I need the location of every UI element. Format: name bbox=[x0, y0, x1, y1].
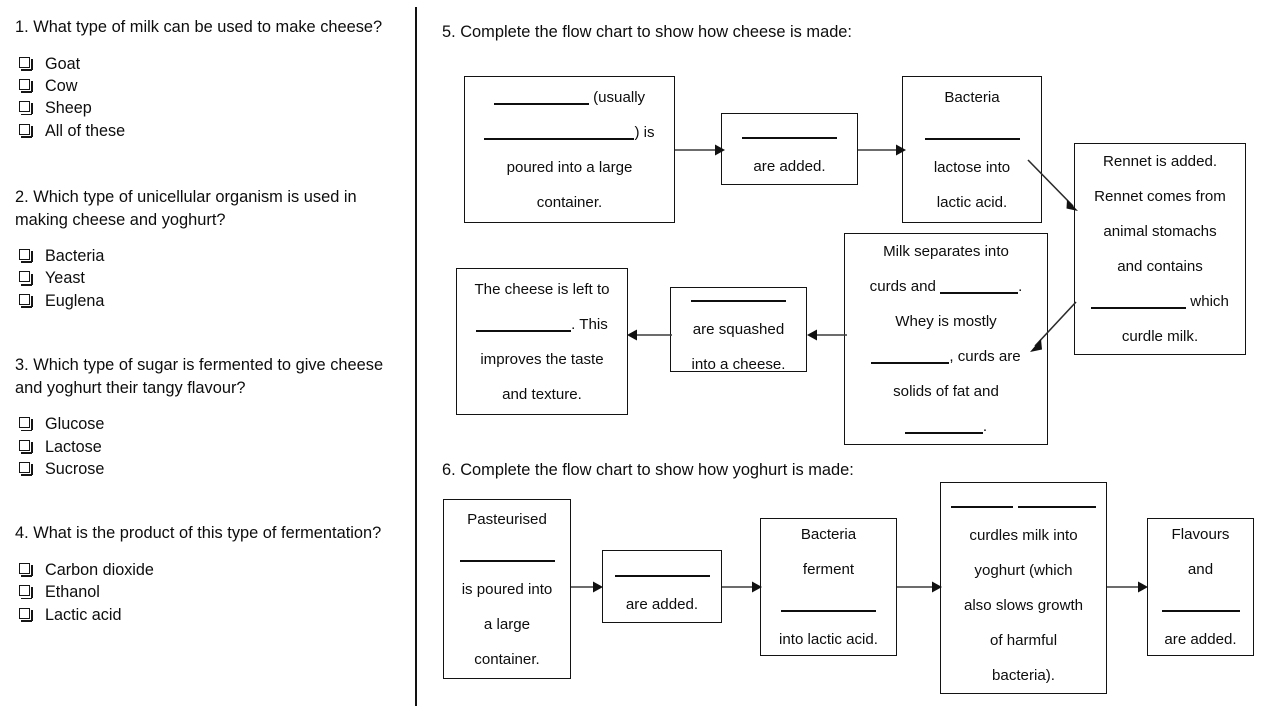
option-label: Yeast bbox=[45, 269, 85, 288]
option-item[interactable]: Euglena bbox=[15, 290, 407, 312]
option-label: Lactic acid bbox=[45, 605, 122, 624]
question-1-options: Goat Cow Sheep All of these bbox=[15, 53, 407, 143]
question-6-heading: 6. Complete the flow chart to show how y… bbox=[442, 461, 854, 479]
question-1: 1. What type of milk can be used to make… bbox=[15, 16, 407, 142]
checkbox-icon[interactable] bbox=[19, 101, 34, 116]
option-item[interactable]: Ethanol bbox=[15, 581, 407, 603]
checkbox-icon[interactable] bbox=[19, 56, 34, 71]
q6-box-pasteurised: Pasteurised is poured into a large conta… bbox=[443, 499, 571, 679]
answer-blank[interactable] bbox=[781, 595, 876, 612]
column-divider bbox=[415, 7, 417, 706]
checkbox-icon[interactable] bbox=[19, 439, 34, 454]
option-label: Goat bbox=[45, 54, 81, 73]
checkbox-icon[interactable] bbox=[19, 607, 34, 622]
checkbox-icon[interactable] bbox=[19, 417, 34, 432]
option-item[interactable]: Lactic acid bbox=[15, 604, 407, 626]
answer-blank[interactable] bbox=[871, 347, 950, 364]
answer-blank[interactable] bbox=[484, 123, 635, 140]
answer-blank[interactable] bbox=[951, 491, 1014, 508]
q5-arrow-2 bbox=[858, 140, 906, 160]
question-2: 2. Which type of unicellular organism is… bbox=[15, 186, 407, 312]
option-item[interactable]: Carbon dioxide bbox=[15, 559, 407, 581]
option-item[interactable]: Lactose bbox=[15, 436, 407, 458]
option-item[interactable]: Glucose bbox=[15, 413, 407, 435]
option-label: Ethanol bbox=[45, 583, 100, 602]
option-label: Sheep bbox=[45, 99, 92, 118]
q6-arrow-1 bbox=[571, 577, 603, 597]
answer-blank[interactable] bbox=[691, 285, 786, 302]
question-3-text: 3. Which type of sugar is fermented to g… bbox=[15, 356, 384, 397]
answer-blank[interactable] bbox=[1161, 595, 1240, 612]
checkbox-icon[interactable] bbox=[19, 562, 34, 577]
answer-blank[interactable] bbox=[614, 560, 710, 577]
option-item[interactable]: All of these bbox=[15, 120, 407, 142]
question-4-options: Carbon dioxide Ethanol Lactic acid bbox=[15, 559, 407, 626]
q5-arrow-6 bbox=[627, 325, 672, 345]
checkbox-icon[interactable] bbox=[19, 271, 34, 286]
q6-arrow-3 bbox=[897, 577, 942, 597]
question-2-options: Bacteria Yeast Euglena bbox=[15, 245, 407, 312]
option-item[interactable]: Goat bbox=[15, 53, 407, 75]
question-5-heading: 5. Complete the flow chart to show how c… bbox=[442, 23, 852, 41]
q5-box-bacteria: Bacteria lactose into lactic acid. bbox=[902, 76, 1042, 223]
q5-box-rennet: Rennet is added. Rennet comes from anima… bbox=[1074, 143, 1246, 355]
q6-box-flavours: Flavours and are added. bbox=[1147, 518, 1254, 656]
question-3-options: Glucose Lactose Sucrose bbox=[15, 413, 407, 480]
option-label: Cow bbox=[45, 76, 78, 95]
option-item[interactable]: Yeast bbox=[15, 267, 407, 289]
question-1-text: 1. What type of milk can be used to make… bbox=[15, 18, 383, 36]
checkbox-icon[interactable] bbox=[19, 293, 34, 308]
q6-box-bacteria: Bacteria ferment into lactic acid. bbox=[760, 518, 897, 656]
option-label: Lactose bbox=[45, 437, 102, 456]
right-flowchart-column: 5. Complete the flow chart to show how c… bbox=[416, 0, 1269, 715]
option-label: Sucrose bbox=[45, 460, 105, 479]
q6-box-added: are added. bbox=[602, 550, 722, 623]
q6-box-curdles: curdles milk into yoghurt (which also sl… bbox=[940, 482, 1107, 694]
option-item[interactable]: Bacteria bbox=[15, 245, 407, 267]
option-label: Glucose bbox=[45, 415, 105, 434]
option-label: Carbon dioxide bbox=[45, 560, 154, 579]
answer-blank[interactable] bbox=[476, 315, 572, 332]
q5-box-ripen: The cheese is left to . This improves th… bbox=[456, 268, 628, 415]
option-label: All of these bbox=[45, 121, 126, 140]
checkbox-icon[interactable] bbox=[19, 585, 34, 600]
question-2-text: 2. Which type of unicellular organism is… bbox=[15, 188, 357, 229]
checkbox-icon[interactable] bbox=[19, 78, 34, 93]
question-3: 3. Which type of sugar is fermented to g… bbox=[15, 354, 407, 480]
spacer bbox=[15, 312, 407, 354]
option-item[interactable]: Sucrose bbox=[15, 458, 407, 480]
answer-blank[interactable] bbox=[1091, 292, 1187, 309]
q5-box-squashed: are squashed into a cheese. bbox=[670, 285, 807, 373]
option-item[interactable]: Sheep bbox=[15, 97, 407, 119]
question-4: 4. What is the product of this type of f… bbox=[15, 522, 407, 626]
question-4-text: 4. What is the product of this type of f… bbox=[15, 524, 382, 543]
spacer bbox=[15, 142, 407, 186]
answer-blank[interactable] bbox=[742, 122, 837, 139]
answer-blank[interactable] bbox=[1017, 491, 1096, 508]
answer-blank[interactable] bbox=[493, 88, 589, 105]
answer-blank[interactable] bbox=[904, 417, 983, 434]
option-label: Bacteria bbox=[45, 247, 105, 266]
answer-blank[interactable] bbox=[924, 123, 1020, 140]
q6-arrow-2 bbox=[722, 577, 762, 597]
q5-box-added: are added. bbox=[721, 113, 858, 185]
q5-box-milk: (usually ) is poured into a large contai… bbox=[464, 76, 675, 223]
left-question-column: 1. What type of milk can be used to make… bbox=[15, 16, 407, 626]
option-item[interactable]: Cow bbox=[15, 75, 407, 97]
checkbox-icon[interactable] bbox=[19, 249, 34, 264]
checkbox-icon[interactable] bbox=[19, 462, 34, 477]
q5-arrow-5 bbox=[807, 325, 847, 345]
q5-box-separates: Milk separates into curds and . Whey is … bbox=[844, 233, 1048, 445]
option-label: Euglena bbox=[45, 291, 105, 310]
spacer bbox=[15, 480, 407, 522]
answer-blank[interactable] bbox=[940, 277, 1019, 294]
q5-arrow-1 bbox=[675, 140, 725, 160]
q6-arrow-4 bbox=[1107, 577, 1148, 597]
answer-blank[interactable] bbox=[459, 545, 555, 562]
checkbox-icon[interactable] bbox=[19, 123, 34, 138]
